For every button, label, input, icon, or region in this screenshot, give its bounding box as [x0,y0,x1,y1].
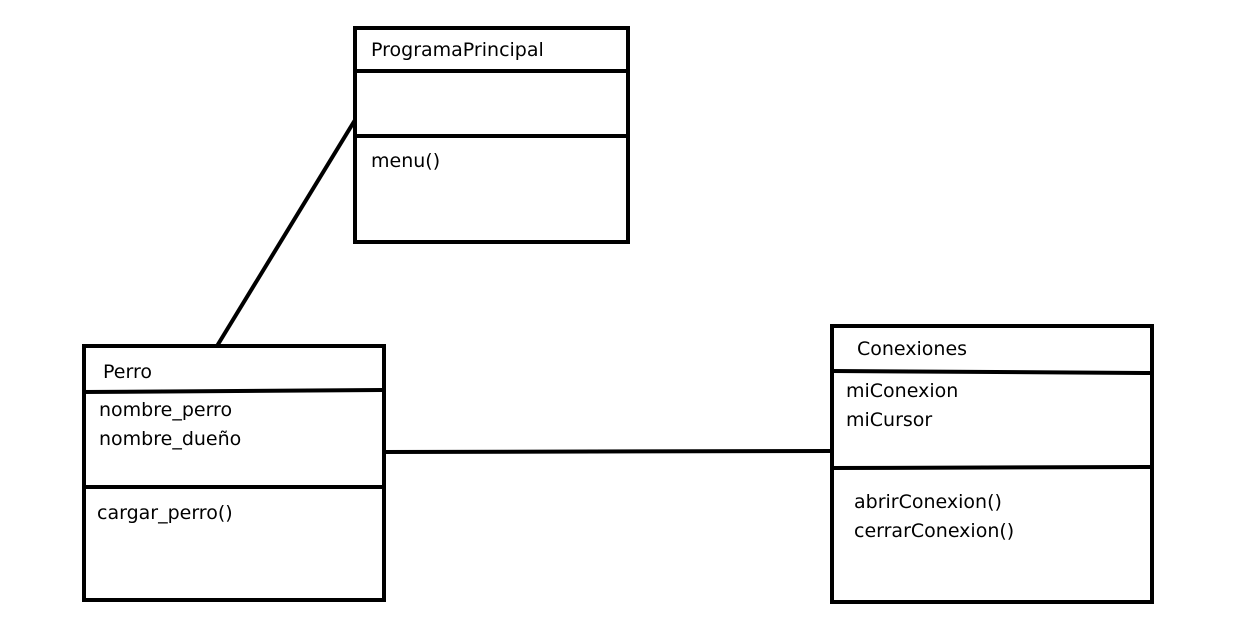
class-programaprincipal: ProgramaPrincipal menu() [353,26,630,244]
class-perro: Perro nombre_perro nombre_dueño cargar_p… [81,344,386,602]
class-perro-attribute: nombre_dueño [99,428,241,450]
class-perro-divider-name [81,388,385,394]
class-conexiones-attribute: miCursor [846,409,932,431]
class-programaprincipal-name: ProgramaPrincipal [371,39,544,61]
class-conexiones-divider-name [831,369,1153,375]
class-perro-method: cargar_perro() [97,502,233,524]
class-conexiones-attribute: miConexion [846,380,958,402]
class-conexiones-name: Conexiones [857,338,967,360]
association-perro-conexiones [380,449,833,454]
class-conexiones-divider-methods [831,465,1153,470]
class-perro-attribute: nombre_perro [99,399,232,421]
class-perro-name: Perro [103,361,152,383]
class-perro-frame [82,344,386,602]
class-conexiones-method: cerrarConexion() [854,520,1014,542]
class-conexiones-method: abrirConexion() [854,491,1002,513]
association-perro-programaprincipal [215,118,357,348]
class-conexiones: Conexiones miConexion miCursor abrirCone… [830,324,1154,604]
class-programaprincipal-method: menu() [371,150,440,172]
class-conexiones-frame [830,324,1154,604]
